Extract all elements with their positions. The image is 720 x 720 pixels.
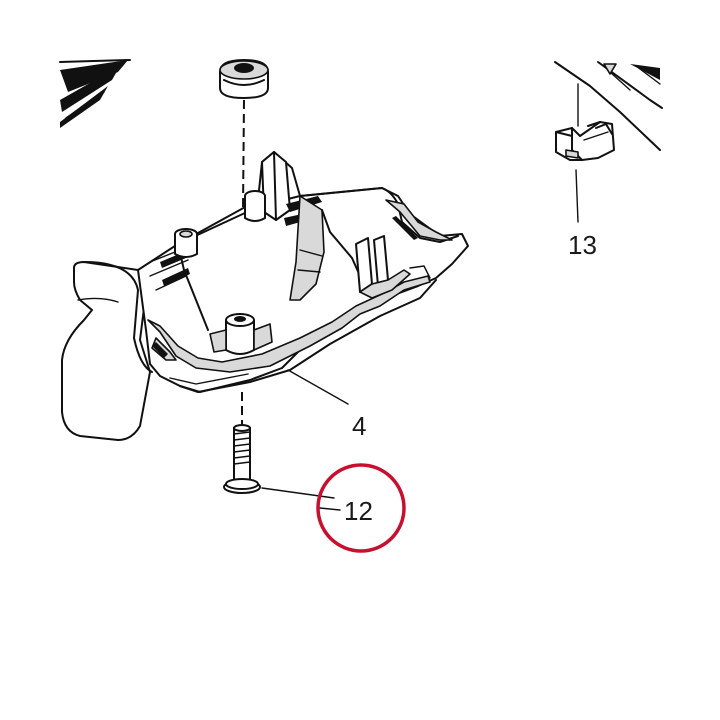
callout-13: 13: [568, 230, 597, 260]
screw-part-12: [223, 424, 261, 494]
callout-12: 12: [344, 496, 373, 526]
cable-clip-part-13: [555, 83, 615, 161]
housing-cover-part-4: [61, 151, 469, 441]
callout-tick-12: [319, 507, 341, 511]
assembly-axis-upper: [241, 99, 245, 319]
leader-line-13: [575, 169, 579, 223]
highlight-circle: [316, 463, 406, 553]
callout-4: 4: [352, 411, 366, 441]
background-part-top-right: [554, 61, 663, 151]
leader-line-12: [261, 487, 335, 499]
background-part-top-left: [59, 59, 131, 128]
rubber-bushing: [219, 59, 269, 99]
leader-line-4: [287, 369, 349, 405]
